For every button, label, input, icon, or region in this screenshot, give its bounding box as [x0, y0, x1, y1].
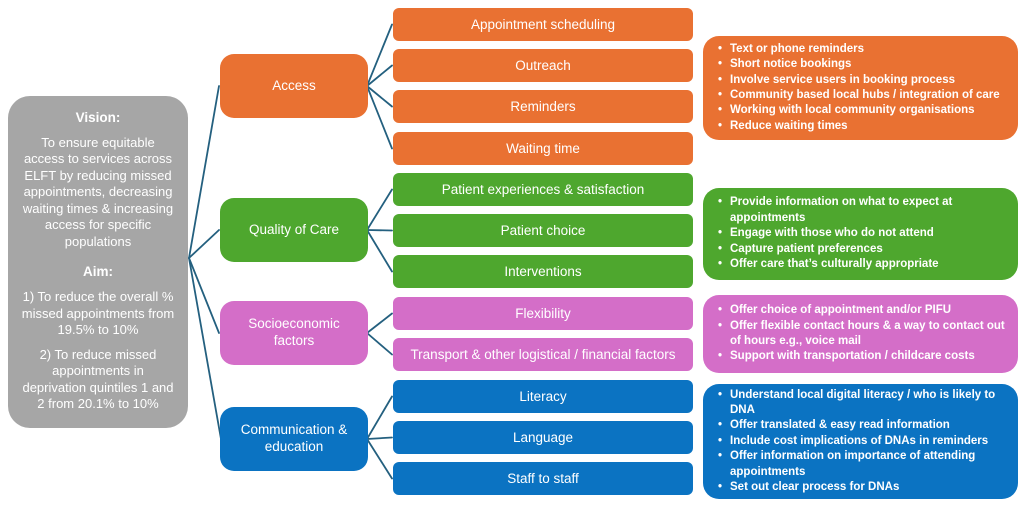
connector	[188, 229, 220, 259]
idea-item: Involve service users in booking process	[715, 73, 1006, 89]
driver-patient-choice: Patient choice	[393, 214, 693, 247]
idea-item: Understand local digital literacy / who …	[715, 388, 1006, 419]
driver-waiting-time: Waiting time	[393, 132, 693, 165]
idea-item: Set out clear process for DNAs	[715, 480, 1006, 496]
connector	[366, 229, 393, 273]
ideas-communication-list: Understand local digital literacy / who …	[715, 388, 1006, 496]
ideas-access: Text or phone reminders Short notice boo…	[703, 36, 1018, 140]
idea-item: Offer translated & easy read information	[715, 418, 1006, 434]
category-quality-of-care: Quality of Care	[220, 198, 368, 262]
idea-item: Engage with those who do not attend	[715, 226, 1006, 242]
driver-language: Language	[393, 421, 693, 454]
connector	[366, 229, 393, 232]
driver-staff-to-staff: Staff to staff	[393, 462, 693, 495]
category-access: Access	[220, 54, 368, 118]
idea-item: Offer flexible contact hours & a way to …	[715, 319, 1006, 350]
category-communication-education: Communication & education	[220, 407, 368, 471]
connector	[188, 85, 220, 259]
idea-item: Include cost implications of DNAs in rem…	[715, 434, 1006, 450]
idea-item: Capture patient preferences	[715, 242, 1006, 258]
driver-outreach: Outreach	[393, 49, 693, 82]
connector	[366, 85, 393, 150]
idea-item: Provide information on what to expect at…	[715, 195, 1006, 226]
idea-item: Text or phone reminders	[715, 42, 1006, 58]
connector	[366, 395, 393, 440]
connector	[366, 436, 393, 440]
connector	[366, 312, 393, 334]
aim-heading: Aim:	[83, 264, 113, 280]
driver-reminders: Reminders	[393, 90, 693, 123]
idea-item: Offer information on importance of atten…	[715, 449, 1006, 480]
ideas-quality-of-care: Provide information on what to expect at…	[703, 188, 1018, 280]
connector	[188, 257, 222, 440]
category-socioeconomic-factors: Socioeconomic factors	[220, 301, 368, 365]
ideas-access-list: Text or phone reminders Short notice boo…	[715, 42, 1006, 135]
connector	[188, 257, 220, 334]
connector	[366, 23, 393, 87]
idea-item: Reduce waiting times	[715, 119, 1006, 135]
driver-flexibility: Flexibility	[393, 297, 693, 330]
vision-aim-box: Vision: To ensure equitable access to se…	[8, 96, 188, 428]
aim-1-text: 1) To reduce the overall % missed appoin…	[21, 289, 175, 338]
connector	[366, 438, 393, 480]
connector	[366, 64, 393, 87]
driver-appointment-scheduling: Appointment scheduling	[393, 8, 693, 41]
ideas-socioeconomic: Offer choice of appointment and/or PIFU …	[703, 295, 1018, 373]
idea-item: Support with transportation / childcare …	[715, 349, 1006, 365]
connector	[366, 85, 393, 108]
connector	[366, 332, 393, 356]
driver-literacy: Literacy	[393, 380, 693, 413]
driver-patient-experiences: Patient experiences & satisfaction	[393, 173, 693, 206]
ideas-communication: Understand local digital literacy / who …	[703, 384, 1018, 499]
vision-text: To ensure equitable access to services a…	[22, 134, 174, 249]
driver-interventions: Interventions	[393, 255, 693, 288]
aim-2-text: 2) To reduce missed appointments in depr…	[22, 346, 174, 412]
idea-item: Offer choice of appointment and/or PIFU	[715, 303, 1006, 319]
connector	[366, 188, 393, 231]
idea-item: Working with local community organisatio…	[715, 103, 1006, 119]
idea-item: Offer care that’s culturally appropriate	[715, 257, 1006, 273]
idea-item: Community based local hubs / integration…	[715, 88, 1006, 104]
idea-item: Short notice bookings	[715, 57, 1006, 73]
ideas-socioeconomic-list: Offer choice of appointment and/or PIFU …	[715, 303, 1006, 365]
vision-heading: Vision:	[75, 110, 121, 125]
ideas-quality-list: Provide information on what to expect at…	[715, 195, 1006, 272]
driver-transport-logistical-financial: Transport & other logistical / financial…	[393, 338, 693, 371]
